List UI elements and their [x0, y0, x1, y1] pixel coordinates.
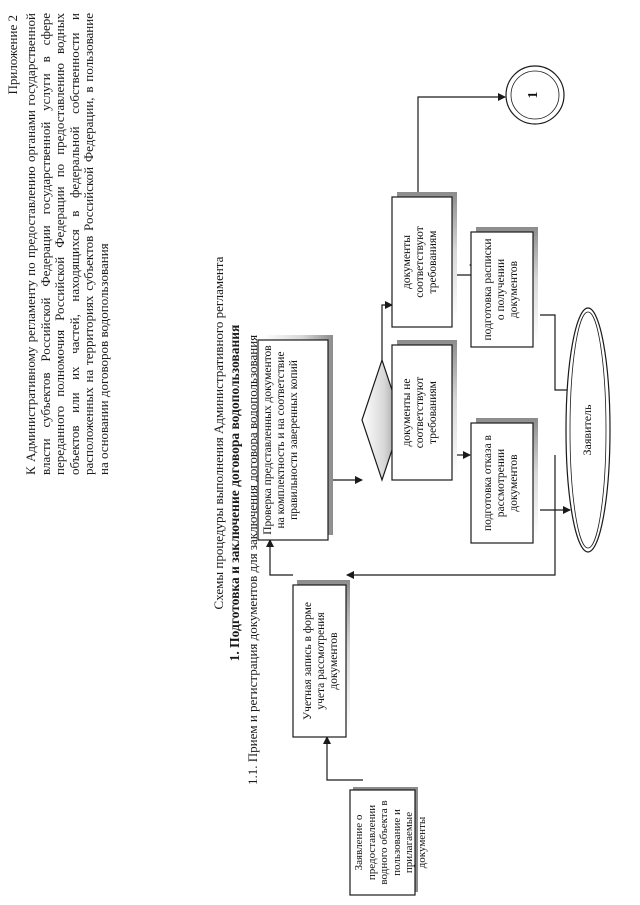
box-receipt: [470, 227, 538, 348]
arrow-applicant-feedback-to-registration: [346, 455, 556, 579]
box-refusal: [470, 418, 538, 544]
arrow-receipt-to-applicant: [540, 314, 576, 394]
box-application: [349, 787, 418, 896]
box-verification: [257, 335, 333, 541]
node-refusal: подготовка отказа в рассмотрении докумен…: [482, 435, 520, 531]
node-not-compliant: документы не соответствуют требованиям: [401, 376, 439, 449]
node-connector-1: 1: [526, 91, 541, 99]
connector-circle: [505, 65, 565, 125]
arrow-application-to-registration: [323, 736, 363, 781]
node-receipt: подготовка расписки о получении документ…: [482, 238, 520, 341]
node-registration: Учетная запись в форме учета рассмотрени…: [302, 602, 340, 720]
node-compliant: документы соответствуют требованиям: [401, 226, 439, 298]
node-application: Заявление о предоставлении водного объек…: [353, 800, 428, 885]
box-compliant: [391, 192, 457, 328]
box-registration: [292, 580, 350, 738]
arrow-decision-to-compliant: [381, 301, 393, 360]
arrow-registration-to-verification: [266, 539, 293, 576]
node-applicant: Заявитель: [580, 404, 594, 456]
node-verification: Проверка представленных документов на ко…: [262, 345, 300, 535]
arrow-compliant-to-connector: [417, 93, 506, 200]
applicant-ellipse: [565, 307, 611, 553]
box-not-compliant: [391, 340, 457, 481]
